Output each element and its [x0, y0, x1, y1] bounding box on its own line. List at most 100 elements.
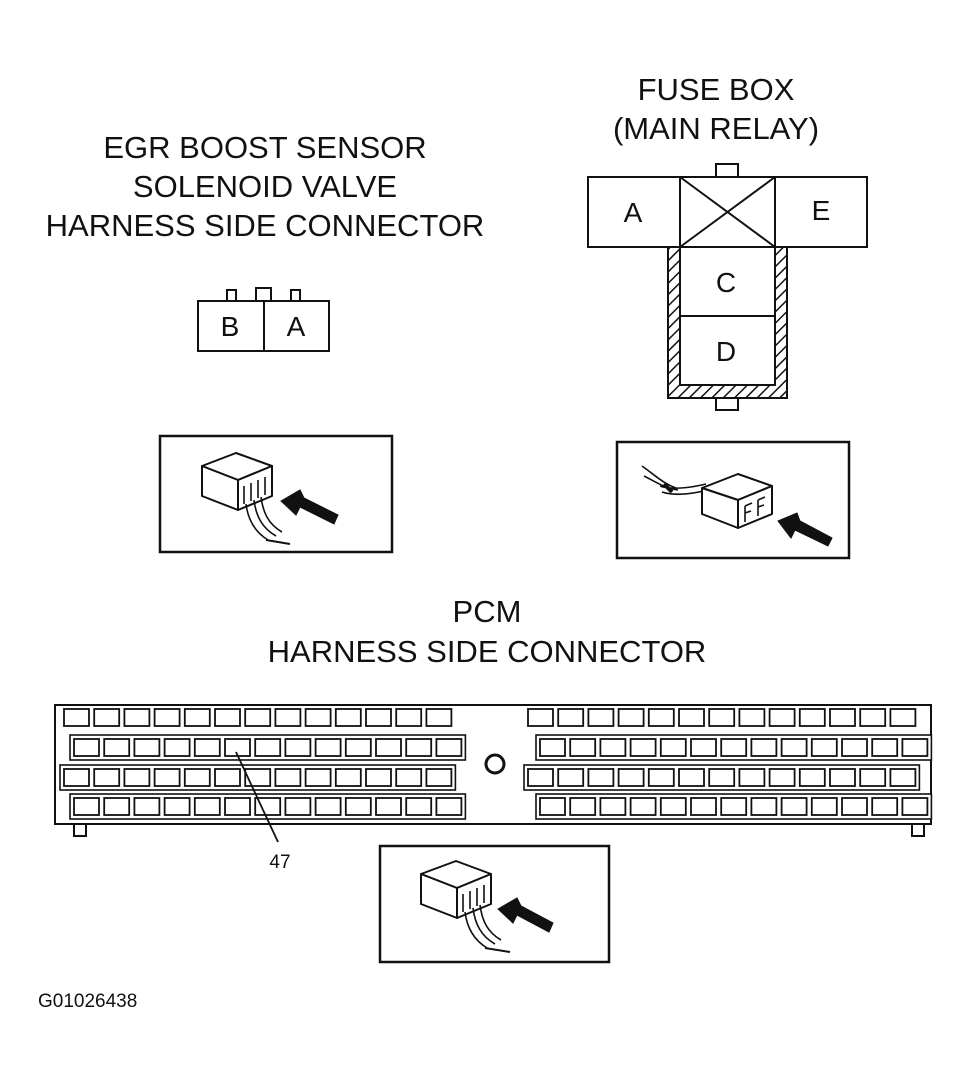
pcm-terminal-cavity — [153, 708, 181, 727]
pcm-terminal-cavity — [678, 708, 705, 727]
pcm-terminal-cavity — [254, 738, 282, 757]
pcm-terminal-cavity — [93, 768, 121, 787]
egr-connector-lock-tab — [255, 287, 272, 302]
pcm-terminal-cavity — [798, 708, 826, 727]
pcm-terminal-cavity — [224, 797, 251, 816]
pcm-terminal-cavity — [314, 797, 342, 816]
pcm-terminal-cavity — [659, 797, 687, 816]
pcm-connector-face — [54, 704, 933, 837]
egr-view-direction-inset — [158, 434, 394, 554]
pcm-terminal-cavity — [617, 708, 645, 727]
pcm-terminal-cavity — [599, 738, 627, 757]
connector-plug-icon — [641, 465, 773, 529]
pcm-terminal-cavity — [750, 797, 778, 816]
pcm-terminal-cavity — [738, 708, 766, 727]
egr-pin-b: B — [221, 311, 240, 342]
pcm-terminal-cavity — [829, 708, 856, 727]
pcm-terminal-cavity — [599, 797, 627, 816]
relay-bottom-tab — [715, 397, 739, 411]
pcm-terminal-cavity — [63, 708, 90, 727]
pcm-terminal-cavity — [395, 708, 423, 727]
pcm-terminal-cavities — [59, 708, 933, 820]
pcm-terminal-cavity — [810, 738, 838, 757]
figure-id: G01026438 — [38, 991, 137, 1012]
pcm-terminal-cavity — [798, 768, 826, 787]
pcm-terminal-cavity — [720, 797, 748, 816]
pcm-terminal-cavity — [647, 708, 675, 727]
pcm-terminal-cavity — [304, 768, 332, 787]
pcm-terminal-cavity — [93, 708, 121, 727]
egr-connector-lock-tab — [290, 289, 301, 302]
fuse-box-section: FUSE BOX (MAIN RELAY) A E C D — [587, 72, 868, 560]
pcm-terminal-cavity — [214, 708, 241, 727]
pcm-terminal-cavity — [629, 797, 657, 816]
egr-title-line-1: EGR BOOST SENSOR — [103, 130, 426, 165]
pcm-terminal-cavity — [375, 738, 402, 757]
pcm-terminal-cavity — [527, 708, 554, 727]
relay-top-tab — [715, 163, 739, 178]
pcm-terminal-cavity — [569, 738, 597, 757]
pcm-terminal-cavity — [344, 738, 372, 757]
pcm-terminal-cavity — [193, 797, 221, 816]
pcm-terminal-cavity — [73, 738, 100, 757]
pcm-terminal-cavity — [344, 797, 372, 816]
pcm-terminal-cavity — [738, 768, 766, 787]
pcm-terminal-cavity — [780, 738, 808, 757]
pcm-terminal-cavity — [720, 738, 748, 757]
egr-title-line-2: SOLENOID VALVE — [133, 169, 397, 204]
pcm-terminal-cavity — [163, 738, 191, 757]
pcm-terminal-47-label: 47 — [269, 852, 290, 873]
pcm-terminal-cavity — [214, 768, 241, 787]
pcm-terminal-cavity — [284, 738, 312, 757]
pcm-terminal-cavity — [810, 797, 838, 816]
pcm-terminal-cavity — [123, 768, 151, 787]
pcm-terminal-cavity — [405, 738, 433, 757]
pcm-terminal-cavity — [829, 768, 856, 787]
pcm-terminal-cavity — [647, 768, 675, 787]
pcm-terminal-cavity — [395, 768, 423, 787]
pcm-terminal-cavity — [274, 708, 302, 727]
pcm-terminal-cavity — [334, 768, 362, 787]
fuse-pin-e: E — [812, 195, 831, 226]
pcm-terminal-cavity — [780, 797, 808, 816]
pcm-terminal-cavity — [405, 797, 433, 816]
pcm-terminal-cavity — [153, 768, 181, 787]
pcm-terminal-cavity — [63, 768, 90, 787]
pcm-title-line-2: HARNESS SIDE CONNECTOR — [268, 634, 707, 669]
pcm-terminal-cavity — [314, 738, 342, 757]
connector-plug-icon — [420, 860, 511, 953]
pcm-terminal-cavity — [539, 738, 566, 757]
pcm-terminal-cavity — [768, 768, 796, 787]
pcm-terminal-cavity — [889, 708, 917, 727]
pcm-terminal-cavity — [193, 738, 221, 757]
pcm-terminal-cavity — [103, 797, 131, 816]
pcm-terminal-cavity — [569, 797, 597, 816]
pcm-terminal-cavity — [901, 738, 929, 757]
pcm-terminal-cavity — [557, 708, 585, 727]
egr-connector-section: EGR BOOST SENSOR SOLENOID VALVE HARNESS … — [46, 130, 485, 554]
pcm-terminal-cavity — [871, 797, 899, 816]
pcm-center-bolt — [484, 753, 506, 775]
pcm-terminal-cavity — [183, 708, 211, 727]
pcm-terminal-cavity — [708, 768, 736, 787]
pcm-terminal-cavity — [274, 768, 302, 787]
pcm-terminal-cavity — [304, 708, 332, 727]
pcm-terminal-cavity — [284, 797, 312, 816]
fuse-pin-d: D — [716, 336, 736, 367]
pcm-terminal-cavity — [859, 708, 887, 727]
pcm-terminal-cavity — [123, 708, 151, 727]
pcm-terminal-cavity — [244, 768, 272, 787]
pcm-terminal-cavity — [254, 797, 282, 816]
pcm-terminal-cavity — [163, 797, 191, 816]
egr-connector-face — [197, 287, 330, 352]
pcm-terminal-cavity — [527, 768, 554, 787]
terminal-47-leader-line — [235, 751, 279, 843]
pcm-terminal-cavity — [629, 738, 657, 757]
pcm-terminal-cavity — [365, 708, 392, 727]
pcm-terminal-cavity — [750, 738, 778, 757]
pcm-terminal-cavity — [365, 768, 392, 787]
fuse-pin-c: C — [716, 267, 736, 298]
view-arrow-icon — [777, 512, 833, 547]
egr-title-line-3: HARNESS SIDE CONNECTOR — [46, 208, 485, 243]
pcm-terminal-cavity — [841, 797, 868, 816]
